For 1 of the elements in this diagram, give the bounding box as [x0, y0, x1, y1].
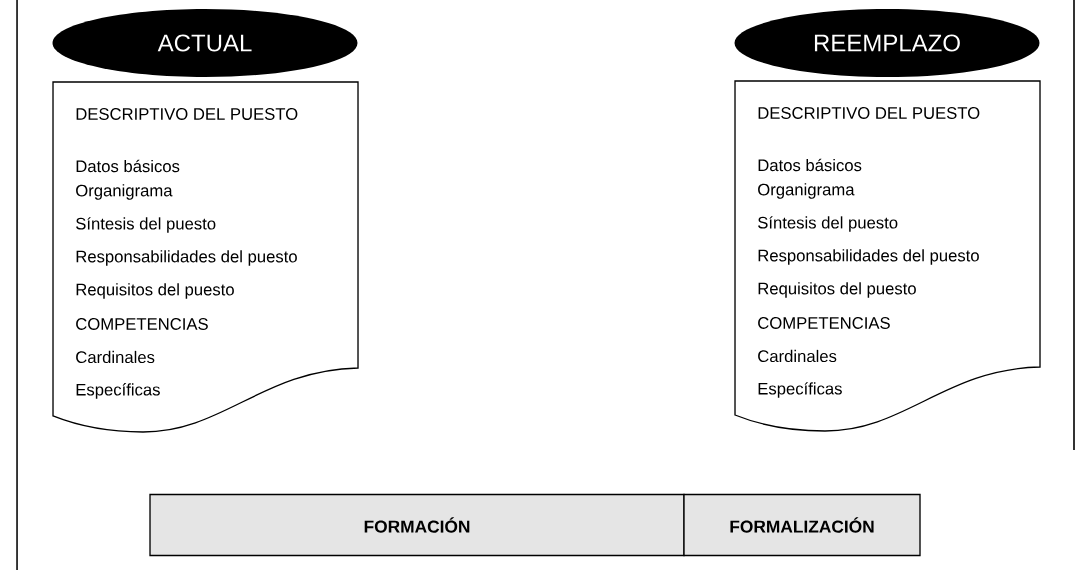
bar-segment: FORMALIZACIÓN [683, 493, 921, 557]
